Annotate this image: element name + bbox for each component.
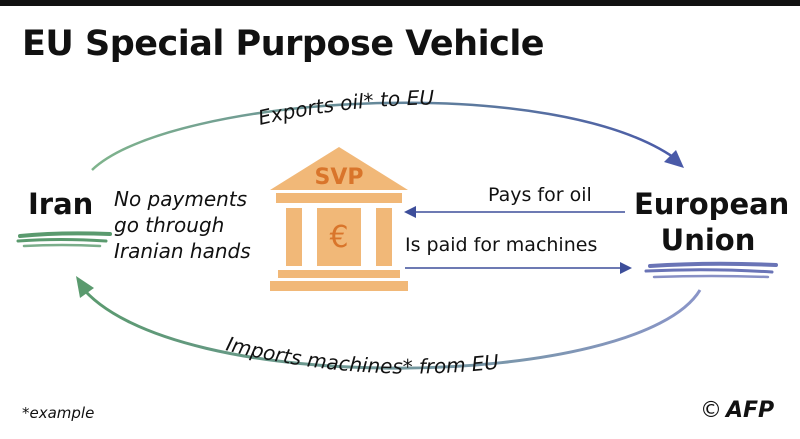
footnote: *example <box>22 404 95 422</box>
iran-brush-mark <box>16 231 112 248</box>
top-arc-arrowhead <box>664 150 684 168</box>
note-line-3: Iranian hands <box>114 239 251 263</box>
bank-building-icon <box>270 147 408 291</box>
euro-symbol: € <box>329 220 348 255</box>
bottom-arc-label: Imports machines* from EU <box>224 332 501 379</box>
node-european-union: European Union <box>634 186 790 258</box>
note-line-2: go through <box>114 213 225 237</box>
no-payments-note: No payments go through Iranian hands <box>114 186 251 264</box>
paid-for-machines-label: Is paid for machines <box>405 234 598 256</box>
eu-label-line2: Union <box>660 223 756 257</box>
top-rule <box>0 0 800 6</box>
node-iran: Iran <box>28 187 94 221</box>
agency-logo: AFP <box>726 398 775 423</box>
bottom-arc-arrowhead <box>76 276 94 298</box>
copyright-symbol: © <box>700 398 722 423</box>
note-line-1: No payments <box>114 187 248 211</box>
bottom-arc <box>78 284 702 370</box>
afp-credit: ©AFP <box>700 398 774 423</box>
svp-label: SVP <box>315 165 364 190</box>
paid-arrowhead <box>620 262 632 274</box>
top-arc <box>91 101 681 171</box>
eu-brush-mark <box>644 261 778 279</box>
pays-arrowhead <box>404 206 416 218</box>
eu-label-line1: European <box>634 187 790 221</box>
pays-for-oil-label: Pays for oil <box>488 184 592 206</box>
page-title: EU Special Purpose Vehicle <box>22 24 545 64</box>
top-arc-label: Exports oil* to EU <box>256 85 435 129</box>
